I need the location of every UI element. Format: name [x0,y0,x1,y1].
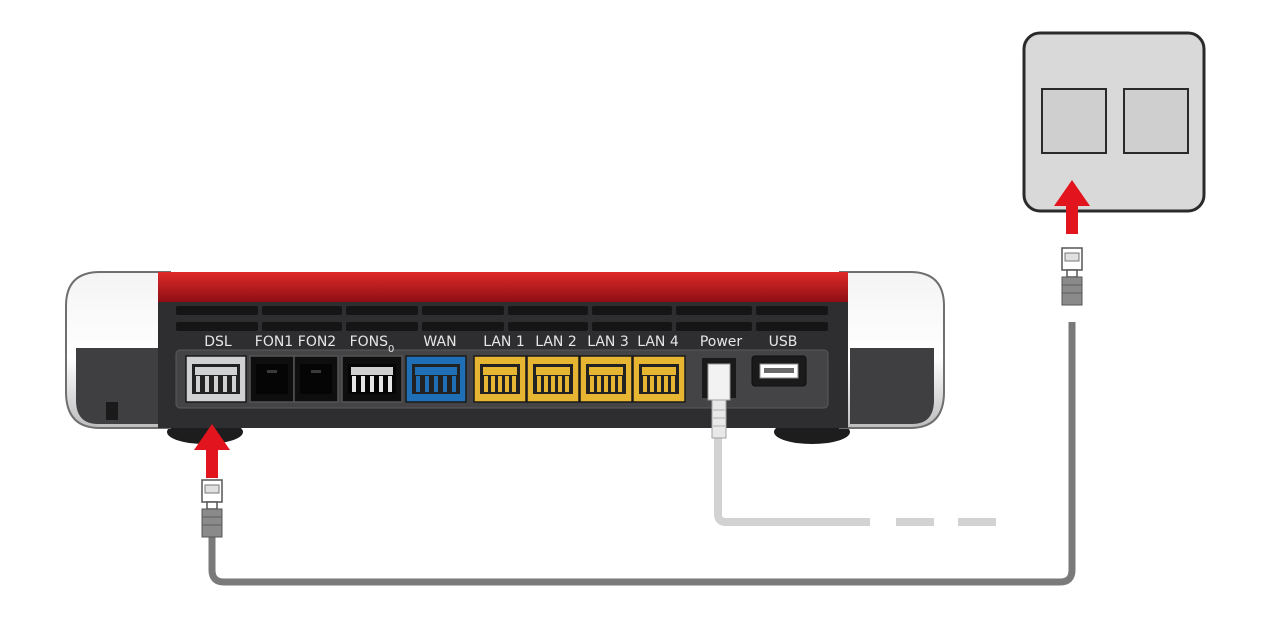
port-fons [341,355,403,403]
port-dsl [185,355,247,403]
vent-slot [592,322,672,331]
port-wan [405,355,467,403]
vent-slot [262,306,342,315]
lock-slot [106,402,118,420]
vent-slot [346,322,418,331]
port-fon1 [249,355,295,403]
port-label-dsl: DSL [204,334,232,350]
port-fon2 [293,355,339,403]
socket-jack-right [1123,88,1189,154]
arrow-to-wall-socket [1054,180,1090,234]
port-label-lan4: LAN 4 [637,334,679,350]
vent-slot [756,322,828,331]
router-top-red [158,272,848,302]
vent-slot [176,322,258,331]
wall-socket [1022,31,1206,213]
dsl-cable [208,322,1076,586]
port-row [185,355,807,403]
power-cable-line [714,438,870,526]
vent-slot [756,306,828,315]
dsl-plug-router-end [201,479,223,538]
port-label-power: Power [700,334,743,350]
port-lan4 [632,355,686,403]
router-right-cap-shade [850,348,934,424]
vent-slot [262,322,342,331]
power-cable [714,438,996,526]
vent-slot [346,306,418,315]
vent-slot [176,306,258,315]
router: DSL FON1 FON2 FONS0 WAN LAN 1 LAN 2 LAN 3 LAN 4 P… [65,271,945,444]
vent-slot [422,322,504,331]
vent-slot [676,306,752,315]
port-label-usb: USB [769,334,798,350]
port-label-lan1: LAN 1 [483,334,525,350]
arrow-to-dsl-port [194,424,230,478]
socket-jack-left [1041,88,1107,154]
wall-socket-plate [1022,31,1206,213]
port-lan1 [473,355,527,403]
vent-slot [422,306,504,315]
port-labels: DSL FON1 FON2 FONS0 WAN LAN 1 LAN 2 LAN 3 LAN 4 P… [204,334,797,355]
vent-slot [676,322,752,331]
port-label-lan3: LAN 3 [587,334,629,350]
port-lan3 [579,355,633,403]
port-label-fons: FONS0 [350,334,395,355]
port-lan2 [526,355,580,403]
port-label-wan: WAN [423,334,456,350]
power-plug [707,363,731,439]
port-label-fon2: FON2 [298,334,336,350]
vent-slots [176,306,828,331]
dsl-plug-wall-end [1061,247,1083,306]
vent-slot [508,306,588,315]
port-label-fon1: FON1 [255,334,293,350]
vent-slot [508,322,588,331]
port-label-lan2: LAN 2 [535,334,577,350]
port-usb [751,355,807,387]
dsl-cable-line [208,322,1076,586]
vent-slot [592,306,672,315]
router-left-cap-shade [76,348,160,424]
